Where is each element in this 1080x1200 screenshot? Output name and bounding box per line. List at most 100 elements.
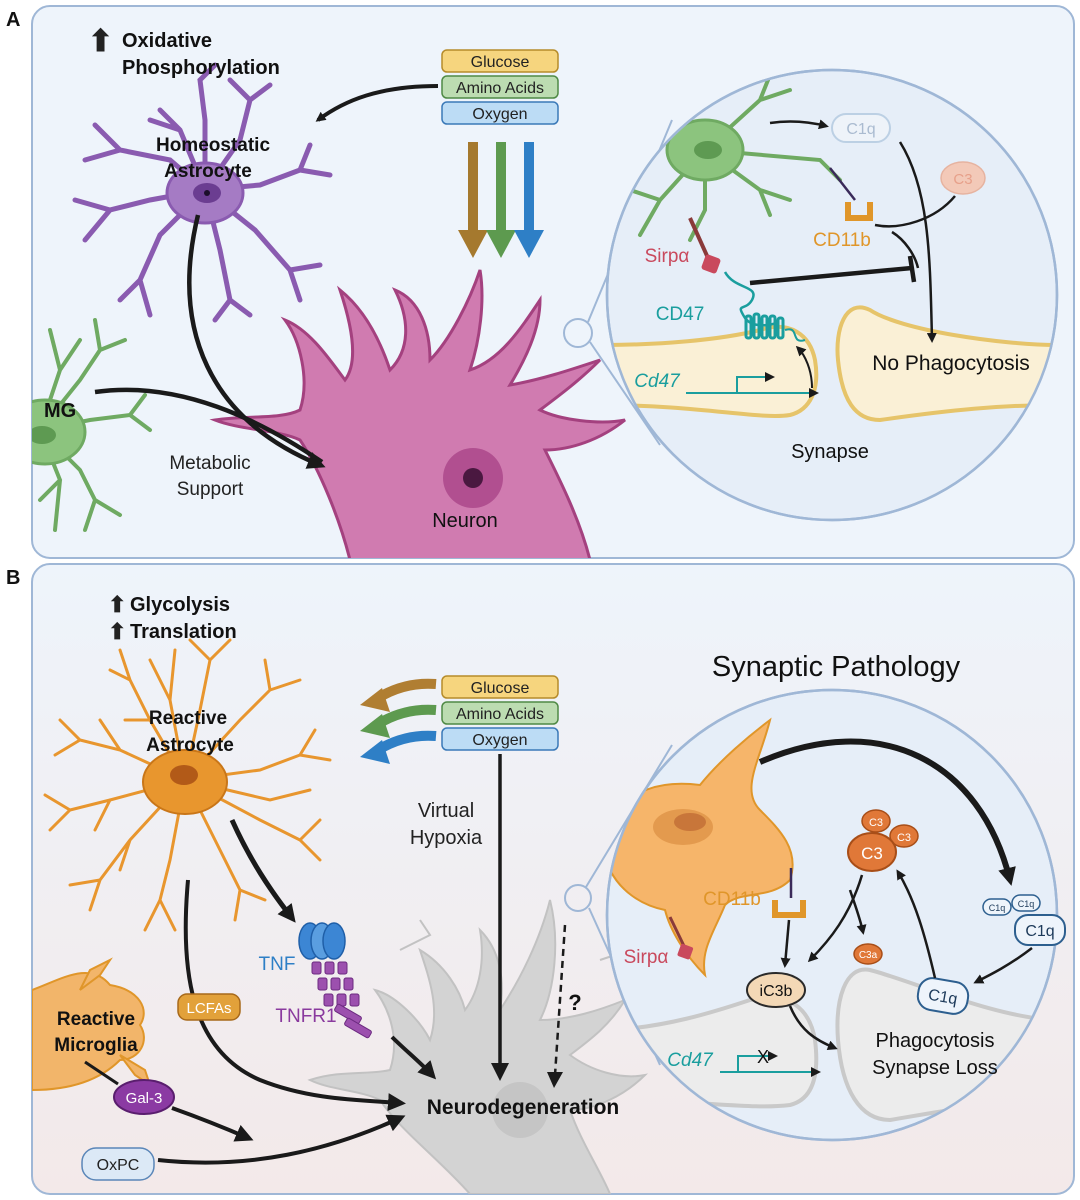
- sirpa-label-a: Sirpα: [645, 246, 690, 267]
- c3-big: C3: [861, 844, 883, 863]
- arrow-ic3b-to-phago: [788, 1005, 838, 1051]
- cd47-label-a: CD47: [656, 304, 705, 325]
- nutrient-oxygen-b: Oxygen: [472, 732, 527, 749]
- cd47-blocked-x: X: [757, 1047, 769, 1067]
- panel-b-letter: B: [6, 567, 20, 589]
- arrow-astrocyte-to-neuron: [187, 214, 326, 469]
- synaptic-pathology-title: Synaptic Pathology: [712, 651, 961, 683]
- arrow-lcfas-to-neurodegeneration: [183, 879, 406, 1112]
- tnfr1-label: TNFR1: [275, 1006, 336, 1027]
- reactive-microglia-cell: [32, 957, 152, 1092]
- neurodegeneration-label: Neurodegeneration: [427, 1096, 620, 1119]
- reactive-astrocyte-label-1: Reactive: [149, 708, 227, 729]
- zoom-origin-a: [563, 318, 593, 348]
- arrow-mg-to-c1q-a: [769, 119, 829, 130]
- dashed-question-arrow: [553, 924, 567, 1076]
- gal3-blob: [113, 1079, 175, 1115]
- c1q-big: C1q: [1025, 923, 1054, 940]
- arrow-mg-to-neuron: [94, 387, 324, 464]
- arrow-astrocyte-to-c1q-b: [758, 738, 1016, 886]
- c1q-small-2: C1q: [1018, 899, 1035, 909]
- sirpa-receptor-b: [677, 943, 694, 960]
- c3-label-a: C3: [953, 171, 972, 188]
- astrocyte-label-2: Astrocyte: [164, 161, 252, 182]
- nutrient-stack-a: Glucose Amino Acids Oxygen: [441, 49, 559, 125]
- gal3-label: Gal-3: [126, 1090, 163, 1107]
- cd11b-label-b: CD11b: [703, 889, 761, 910]
- arrow-c1q-to-bound: [973, 947, 1033, 984]
- c3-blob-a: [940, 161, 986, 195]
- ic3b-blob: [746, 972, 806, 1008]
- panel-a-letter: A: [6, 9, 20, 31]
- arrow-bound-to-c3: [896, 869, 937, 979]
- phagocytosis-label-2: Synapse Loss: [872, 1057, 998, 1079]
- oxpc-label: OxPC: [97, 1157, 140, 1174]
- astrocyte-label-1: Homeostatic: [156, 135, 270, 156]
- mg-label: MG: [44, 400, 76, 422]
- hypoxia-label-1: Virtual: [418, 800, 474, 822]
- oxphos-label-2: Phosphorylation: [122, 57, 280, 79]
- zoom-origin-b: [564, 884, 592, 912]
- hypoxia-label-2: Hypoxia: [410, 827, 483, 849]
- no-phagocytosis-label: No Phagocytosis: [872, 352, 1030, 375]
- degenerating-neuron: [307, 899, 649, 1194]
- cd11b-receptor-b: [772, 900, 806, 918]
- arrow-nutrients-to-astrocyte: [315, 84, 439, 122]
- synapse-post-a: [835, 305, 1057, 423]
- c1q-pill-a: [831, 113, 891, 143]
- c1q-cluster: C1q C1q C1q: [982, 894, 1066, 946]
- question-mark: ?: [568, 990, 581, 1015]
- c3a-blob: [853, 943, 883, 965]
- nutrient-glucose-b: Glucose: [471, 680, 530, 697]
- c1q-label-a: C1q: [846, 121, 875, 138]
- cd47-gene-a: Cd47: [634, 371, 681, 392]
- arrow-c3-to-ic3b: [807, 874, 864, 963]
- lcfas-label: LCFAs: [186, 1000, 231, 1017]
- c1q-small-1: C1q: [989, 903, 1006, 913]
- support-label-1: Metabolic: [169, 453, 250, 474]
- nutrient-oxygen-a: Oxygen: [472, 106, 527, 123]
- cd47-promoter-a: [736, 372, 775, 393]
- translation-label: Translation: [130, 621, 237, 643]
- cd11b-label-a: CD11b: [813, 230, 871, 251]
- arrow-c1q-to-phago-a: [898, 141, 937, 343]
- reactive-microglia-label-1: Reactive: [57, 1009, 135, 1030]
- tnf-protein: [298, 922, 346, 960]
- neuron-cell: [209, 269, 626, 558]
- oxphos-up-arrow: ⬆: [88, 25, 113, 58]
- reactive-astrocyte-label-2: Astrocyte: [146, 735, 234, 756]
- translation-up-arrow: ⬆: [108, 619, 126, 644]
- lcfas-pill: [177, 993, 241, 1021]
- sirpa-label-b: Sirpα: [624, 947, 669, 968]
- c3-small-1: C3: [869, 817, 883, 829]
- nutrient-amino-b: Amino Acids: [456, 706, 544, 723]
- sirpa-receptor-a: [701, 254, 721, 274]
- nutrient-amino-a: Amino Acids: [456, 80, 544, 97]
- tnfr1-receptor: [311, 961, 372, 1039]
- synapse-label: Synapse: [791, 441, 869, 463]
- glycolysis-up-arrow: ⬆: [108, 592, 126, 617]
- cd11b-receptor-a: [845, 202, 873, 221]
- arrow-gal3: [171, 1106, 254, 1142]
- arrow-astrocyte-to-tnf: [229, 818, 296, 923]
- c3-small-2: C3: [897, 832, 911, 844]
- support-label-2: Support: [177, 479, 244, 500]
- reactive-microglia-label-2: Microglia: [54, 1035, 138, 1056]
- c1q-bound-label: C1q: [927, 987, 959, 1009]
- cd47-promoter-b: [737, 1051, 778, 1072]
- nutrient-stack-b: Glucose Amino Acids Oxygen: [441, 675, 559, 751]
- glycolysis-label: Glycolysis: [130, 594, 230, 616]
- nutrient-left-arrows: [360, 678, 437, 764]
- oxpc-pill: [81, 1147, 155, 1181]
- cd47-gene-b: Cd47: [667, 1050, 714, 1071]
- c1q-bound-pill: [916, 977, 970, 1015]
- arrow-oxpc-to-neurodegeneration: [157, 1114, 406, 1165]
- ic3b-label: iC3b: [760, 983, 793, 1000]
- cd47-inhibition-line: [749, 265, 913, 286]
- oxphos-label-1: Oxidative: [122, 30, 212, 52]
- nutrient-glucose-a: Glucose: [471, 54, 530, 71]
- tnf-label: TNF: [259, 954, 296, 975]
- phagocytosis-label-1: Phagocytosis: [876, 1030, 995, 1052]
